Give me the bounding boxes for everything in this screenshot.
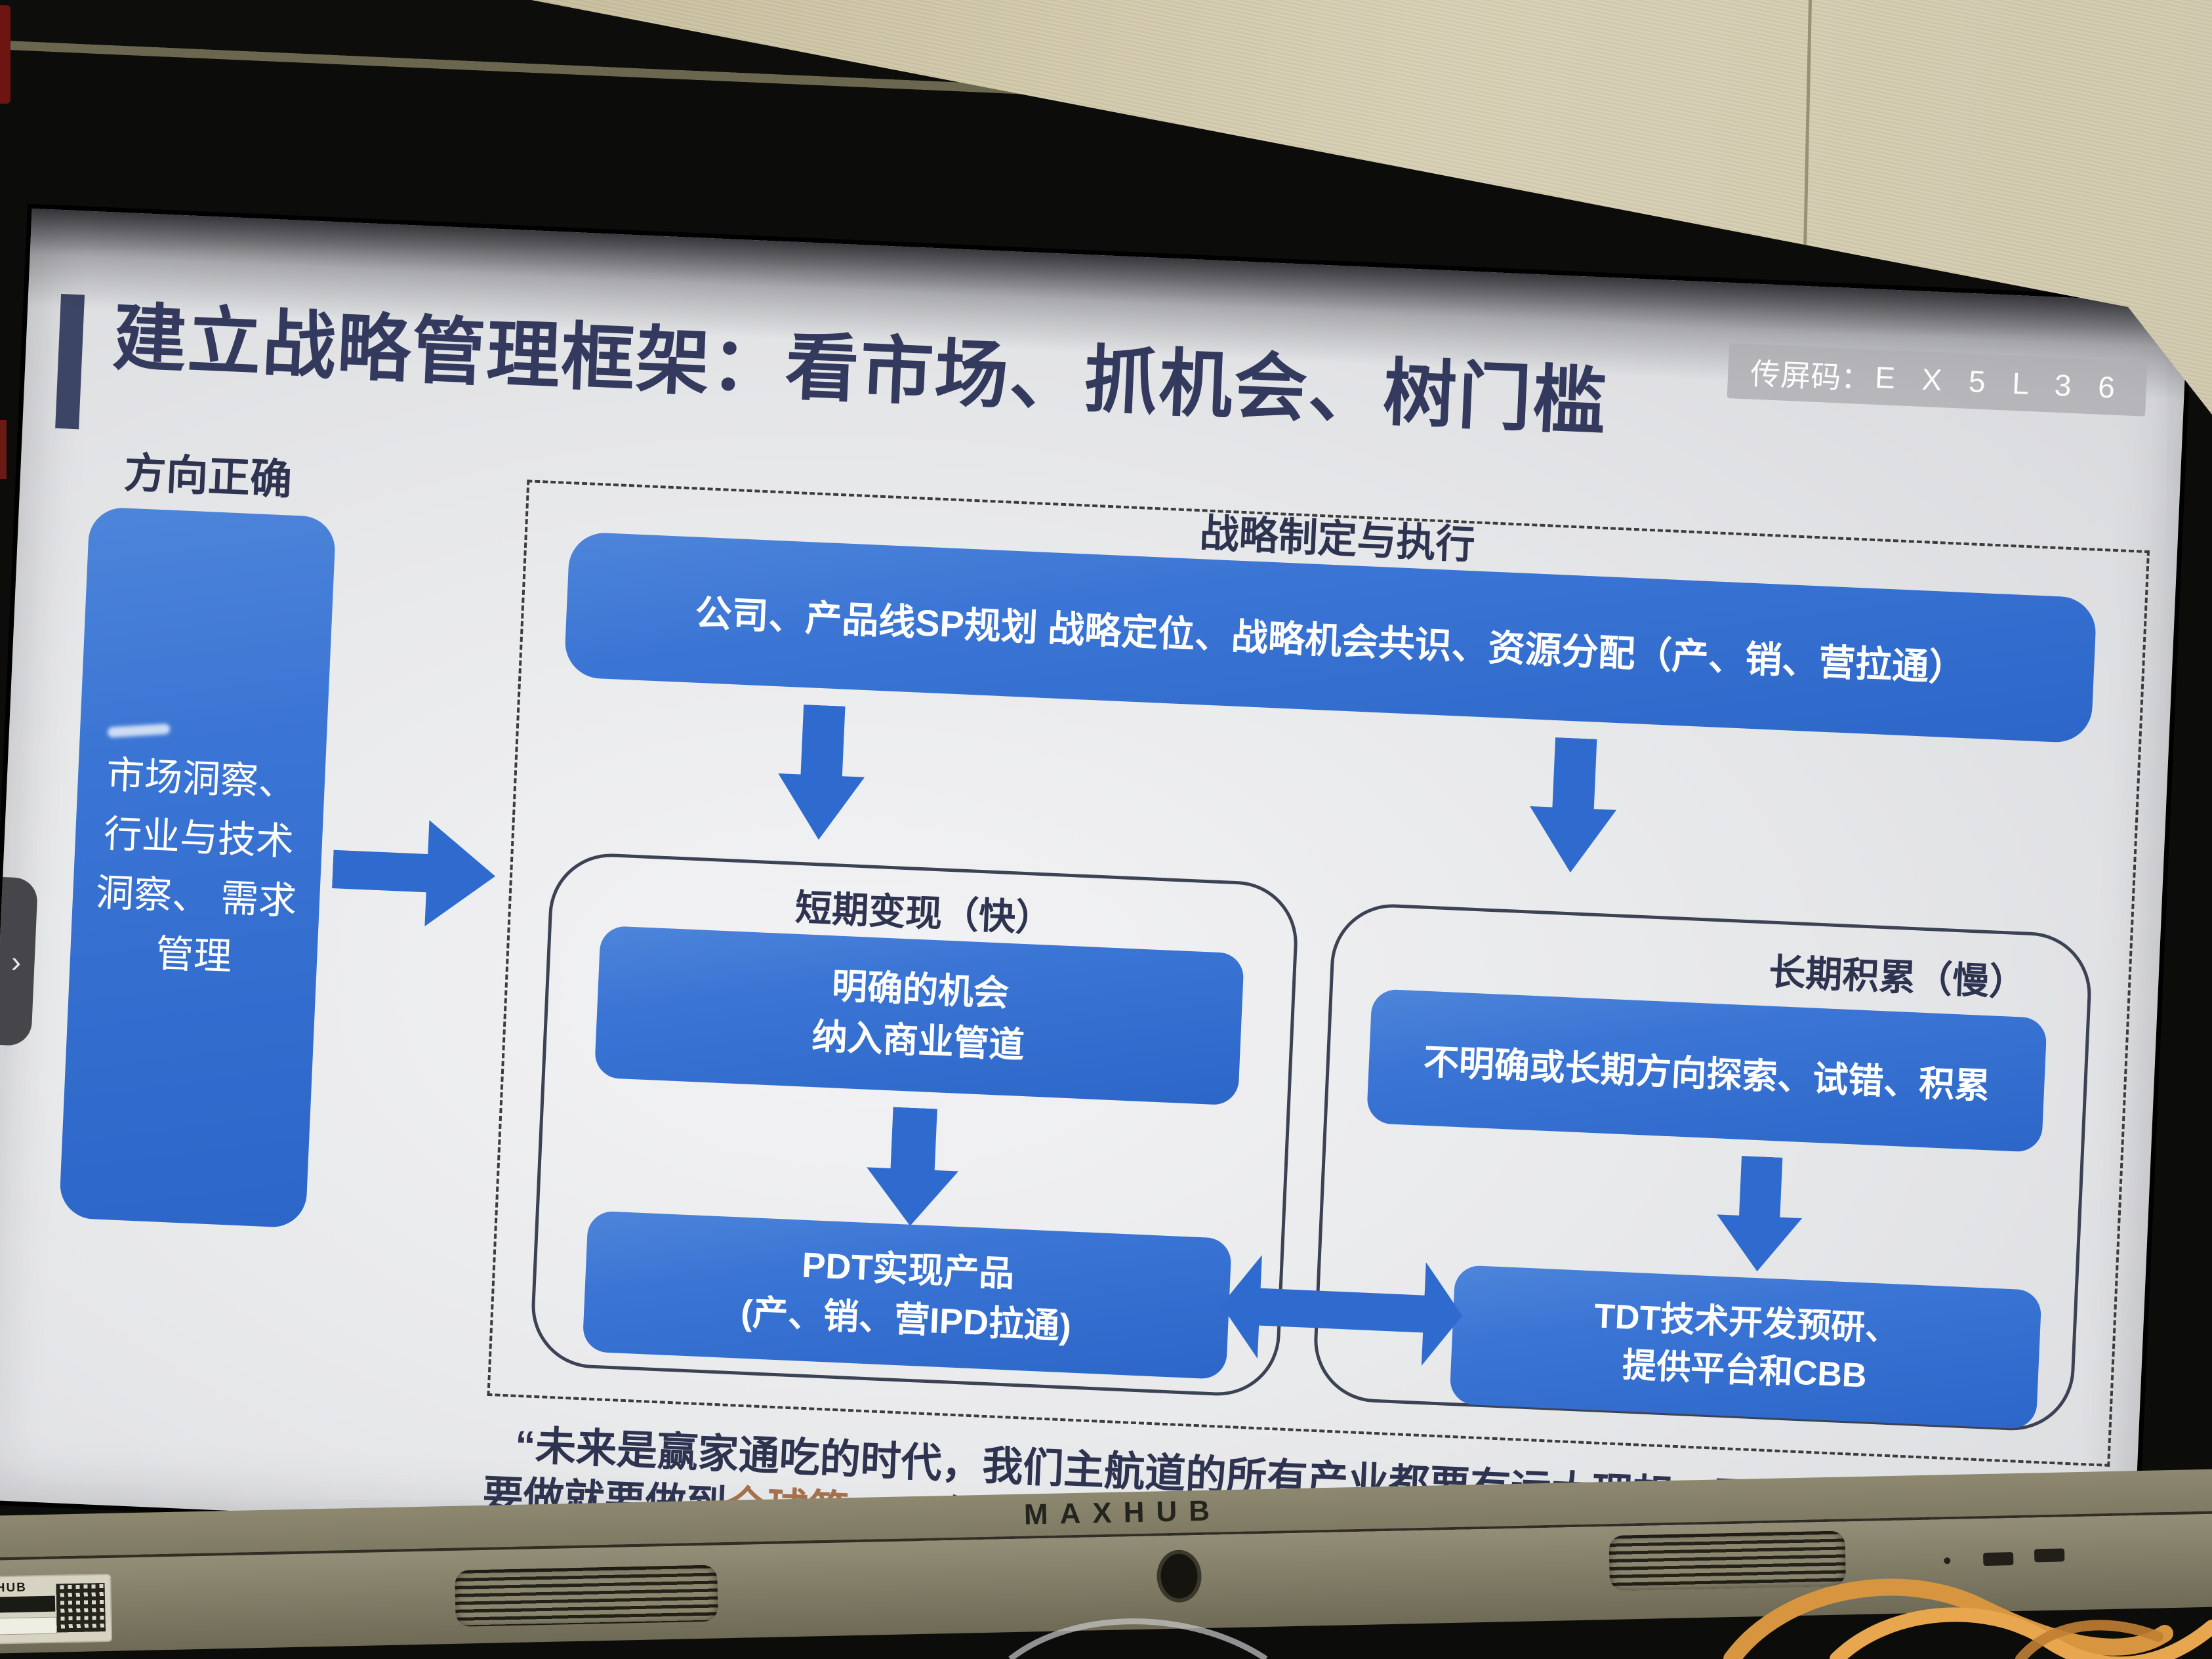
down-arrow-icon [775, 703, 868, 842]
direction-correct-label: 方向正确 [123, 449, 293, 504]
maxhub-logo: MAXHUB [1023, 1494, 1222, 1531]
title-accent-bar [55, 293, 85, 430]
side-panel-handle-chevron-icon: › [10, 944, 22, 979]
sticker-dark-band [0, 1595, 56, 1614]
strategy-frame-label: 战略制定与执行 [1198, 511, 1476, 567]
opportunity-box: 明确的机会 纳入商业管道 [594, 925, 1244, 1106]
strategy-frame-box: 战略制定与执行 公司、产品线SP规划 战略定位、战略机会共识、资源分配（产、销、… [487, 480, 2150, 1467]
sticker-brand-text: MAXHUB [0, 1580, 28, 1596]
screen-share-code-value: E X 5 L 3 6 [1874, 359, 2125, 405]
sticker-white-strip [0, 1616, 57, 1636]
white-cable [1008, 1618, 1268, 1659]
down-arrow-icon [864, 1106, 961, 1228]
red-edge-object [0, 420, 7, 479]
speaker-grille [455, 1565, 718, 1627]
screen-share-code-label: 传屏码： [1750, 356, 1872, 396]
pdt-box: PDT实现产品 (产、销、营IPD拉通) [582, 1210, 1232, 1380]
right-arrow-icon [331, 816, 498, 930]
maxhub-display: 建立战略管理框架：看市场、抓机会、树门槛 传屏码： E X 5 L 3 6 方向… [0, 36, 2212, 1659]
tdt-box: TDT技术开发预研、 提供平台和CBB [1449, 1265, 2042, 1429]
market-insight-box: 市场洞察、 行业与技术 洞察、 需求 管理 [58, 506, 337, 1229]
down-arrow-icon [1715, 1155, 1805, 1274]
side-panel-handle[interactable]: › [0, 876, 39, 1047]
red-edge-object [0, 5, 10, 104]
down-arrow-icon [1527, 736, 1620, 874]
presentation-slide: 建立战略管理框架：看市场、抓机会、树门槛 传屏码： E X 5 L 3 6 方向… [0, 208, 2188, 1594]
device-label-sticker: MAXHUB [0, 1573, 113, 1645]
explore-box: 不明确或长期方向探索、试错、积累 [1366, 989, 2047, 1153]
qr-code-icon [56, 1583, 106, 1633]
orange-cables [1723, 1578, 2212, 1659]
slide-title: 建立战略管理框架：看市场、抓机会、树门槛 [111, 296, 1609, 443]
screen-share-code-badge: 传屏码： E X 5 L 3 6 [1727, 342, 2148, 417]
long-term-title: 长期积累（慢） [1768, 951, 2027, 1004]
short-term-container: 短期变现（快） 明确的机会 纳入商业管道 PDT实现产品 (产、销、营IPD拉通… [529, 851, 1300, 1399]
